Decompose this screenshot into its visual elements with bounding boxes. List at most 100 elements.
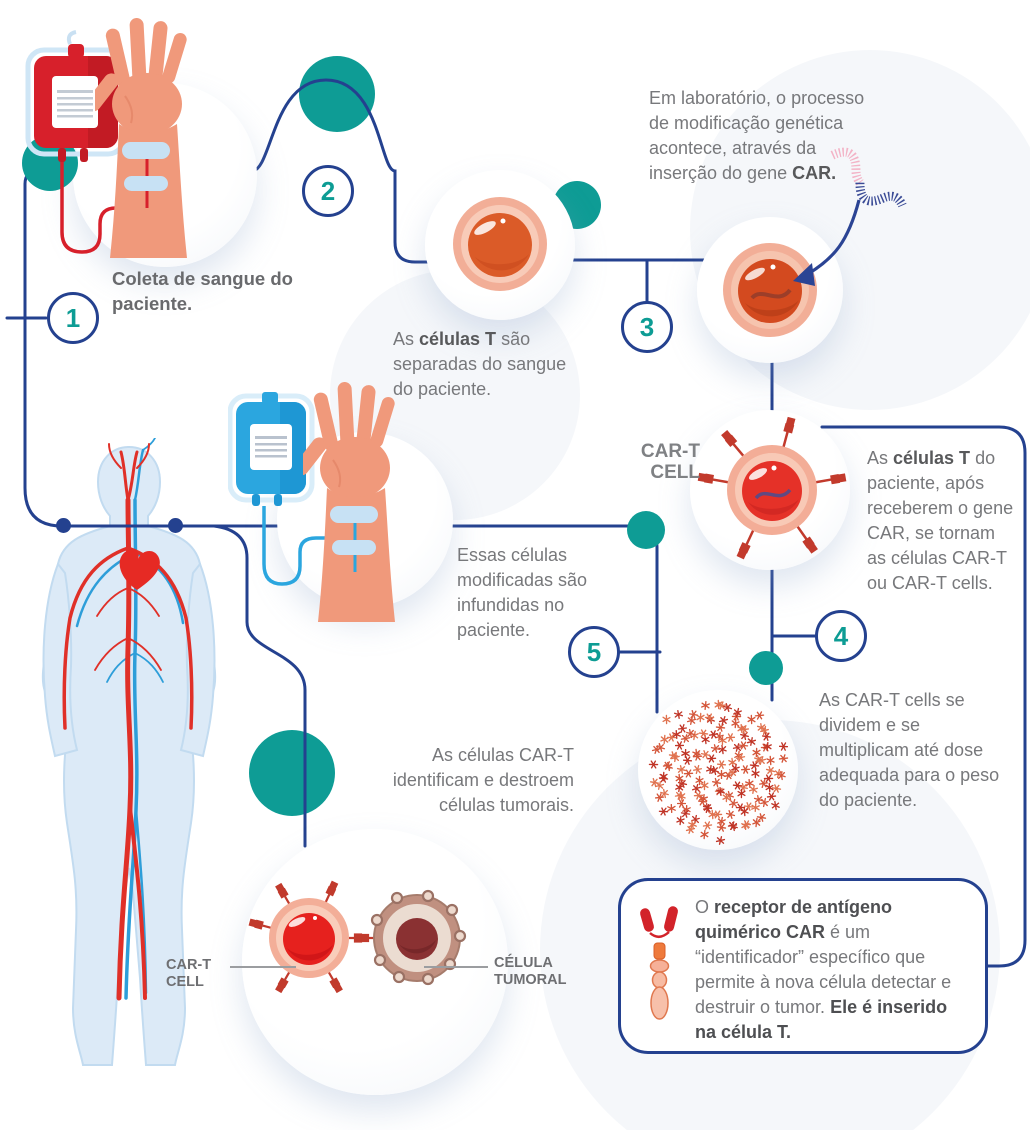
cell-star: [697, 796, 707, 806]
cell-star: [740, 820, 750, 831]
cell-star: [715, 721, 727, 733]
cell-star: [748, 784, 758, 794]
infusion-arm-illustration: [303, 382, 395, 622]
cell-star: [680, 732, 691, 743]
step2-seg: As: [393, 329, 420, 349]
cell-star: [727, 797, 740, 810]
cell-star: [765, 791, 777, 803]
cell-star: [694, 774, 706, 786]
duel-cart-label: CAR-T CELL: [166, 957, 228, 991]
cell-star: [749, 759, 761, 771]
cell-star: [710, 743, 721, 754]
panel-seg: do paciente, após receberem o gene CAR, …: [867, 448, 1014, 593]
duel-label-line: CELL: [166, 974, 204, 990]
cell-star: [683, 768, 695, 780]
cell-star: [737, 739, 749, 751]
cell-star: [699, 748, 712, 761]
cell-star: [677, 799, 687, 809]
cell-star: [701, 701, 711, 711]
cell-star: [717, 760, 727, 770]
car-receptor-icon: [640, 906, 678, 1020]
cell-star: [756, 812, 767, 823]
body-illustration: [41, 438, 217, 1066]
cell-star: [728, 821, 739, 832]
cell-star: [702, 819, 715, 832]
duel-cart-leader-line: [230, 966, 296, 968]
cell-star: [681, 749, 691, 759]
cell-star: [716, 744, 728, 756]
cell-star: [776, 770, 787, 781]
cell-star: [759, 797, 770, 808]
cell-star: [738, 806, 750, 818]
cell-star: [734, 801, 746, 813]
cell-star: [685, 728, 696, 739]
cell-star: [721, 792, 733, 804]
cell-star: [716, 700, 728, 712]
modified-cell-illustration: [723, 243, 817, 337]
cell-star: [763, 772, 775, 784]
cell-star: [703, 711, 715, 723]
teal-accent-dot: [749, 651, 783, 685]
cell-star: [690, 782, 703, 795]
step-badge-2: 2: [302, 165, 354, 217]
cell-star: [647, 759, 659, 771]
badge-number: 4: [833, 620, 849, 651]
step2-bold: células T: [419, 329, 497, 349]
cell-star: [778, 753, 790, 765]
cell-star: [731, 779, 743, 791]
cell-star: [750, 768, 762, 780]
heart: [119, 549, 160, 590]
cell-star: [673, 710, 683, 720]
cell-star: [695, 711, 707, 723]
cell-star: [698, 780, 710, 792]
cell-star: [750, 817, 762, 829]
step5-caption: Essas células modificadas são infundidas…: [457, 543, 622, 643]
cell-star: [735, 788, 747, 800]
cell-star: [697, 727, 709, 739]
shoulder-node-dot: [56, 518, 71, 533]
duel-label-line: TUMORAL: [494, 972, 567, 988]
cell-star: [688, 709, 698, 720]
cell-star: [715, 821, 728, 834]
cell-star: [666, 732, 678, 744]
panel-bold: células T: [893, 448, 971, 468]
infusion-bag-icon: [228, 392, 340, 586]
cart-cell-label: CAR-T CELL: [606, 441, 700, 483]
cell-star: [707, 728, 720, 741]
step4-seg: As CAR-T cells se dividem e se multiplic…: [819, 690, 1000, 810]
cell-star: [761, 731, 771, 741]
step5-seg: Essas células modificadas são infundidas…: [457, 545, 588, 640]
cell-star: [715, 816, 728, 829]
cell-star: [657, 805, 669, 817]
step-badge-4: 4: [815, 610, 867, 662]
cell-star: [724, 808, 737, 821]
badge-number: 1: [65, 302, 81, 333]
infobox-seg: é um “identificador” específico que perm…: [695, 922, 952, 1017]
cell-star: [705, 752, 717, 764]
cell-star: [674, 741, 684, 750]
cell-star: [729, 718, 741, 730]
cell-star: [746, 736, 757, 747]
step-badge-1: 1: [47, 292, 99, 344]
cell-star: [755, 754, 768, 767]
cell-star: [677, 723, 688, 733]
cell-star: [691, 747, 703, 759]
infobox-bold: Ele é inserido na célula T.: [695, 997, 948, 1042]
infobox-bold: receptor de antígeno quimérico CAR: [695, 897, 893, 942]
panel-seg: As: [867, 448, 894, 468]
panel-caption: As células T do paciente, após receberem…: [867, 446, 1019, 596]
cell-star: [745, 714, 757, 726]
patient-arm-illustration: [95, 18, 187, 258]
cell-star: [693, 789, 705, 801]
step1-label: Coleta de sangue do paciente.: [112, 268, 293, 314]
cell-star: [668, 750, 680, 762]
cell-star: [745, 778, 755, 789]
lab-bold: CAR.: [792, 163, 837, 183]
cell-star: [702, 802, 713, 813]
cell-star: [687, 715, 698, 726]
teal-accent-dot: [627, 511, 665, 549]
cell-star: [751, 746, 763, 758]
cell-star: [659, 734, 671, 746]
cell-star: [687, 818, 700, 831]
cell-star: [705, 764, 715, 774]
